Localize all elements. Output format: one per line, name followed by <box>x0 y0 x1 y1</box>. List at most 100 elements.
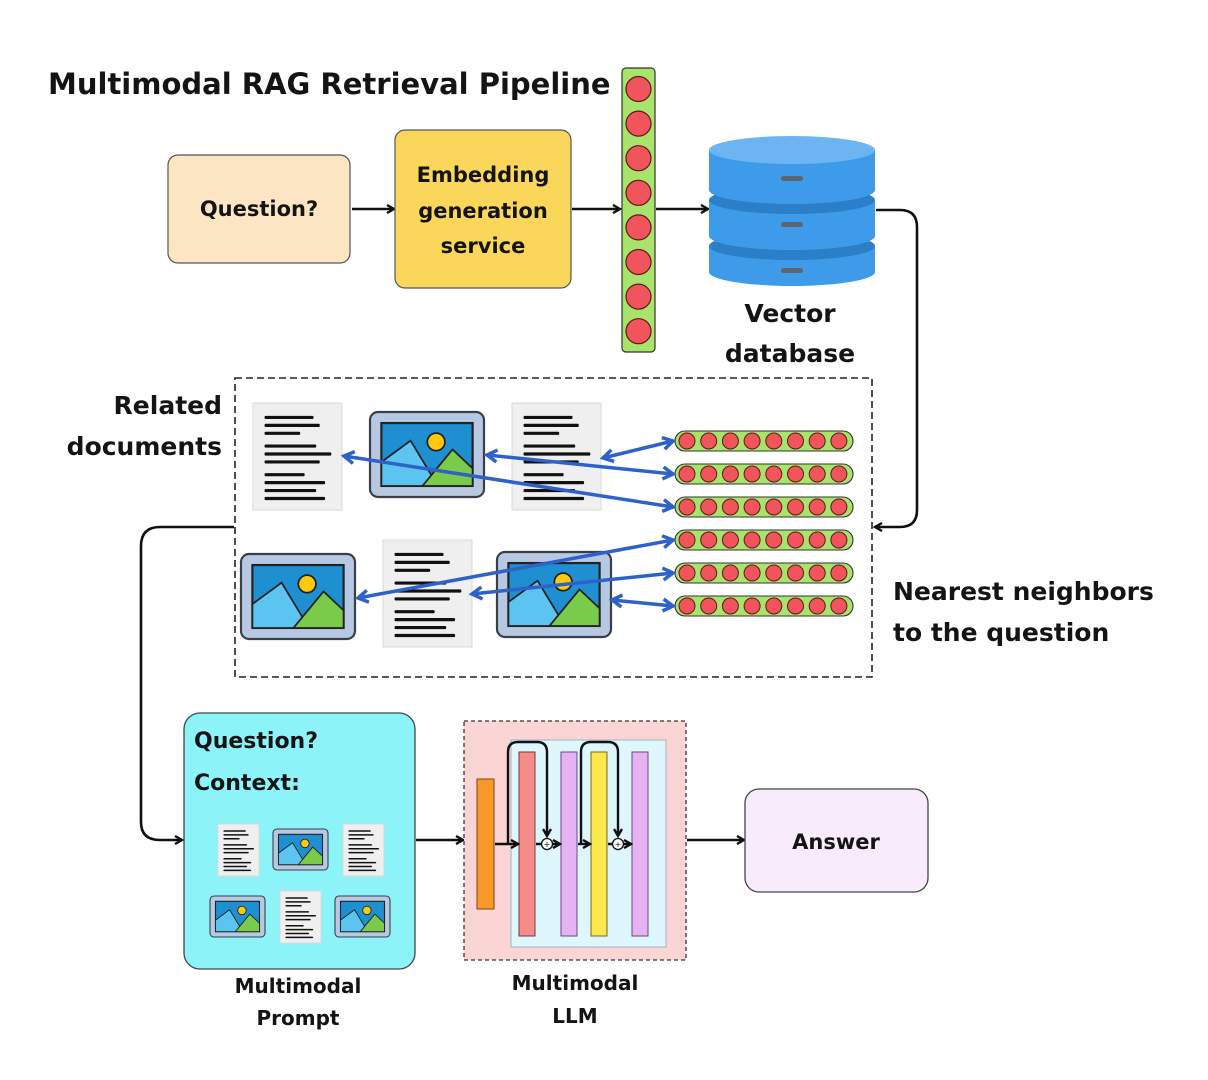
arrow-database-to-neighbors <box>875 208 919 527</box>
llm-caption-line-2: LLM <box>552 1004 597 1028</box>
embedding-vector <box>621 67 656 353</box>
vector-element <box>625 110 652 137</box>
vector-element <box>808 597 826 615</box>
image-document-icon <box>209 895 266 938</box>
residual-connection-2 <box>579 740 618 844</box>
vector-element <box>625 214 652 241</box>
nearest-neighbors-label-line-1: Nearest neighbors <box>893 577 1154 606</box>
vector-element <box>787 564 804 582</box>
llm-layer-ffn-1 <box>560 751 578 937</box>
vector-element <box>808 465 826 483</box>
vector-element <box>830 498 848 516</box>
image-document-icon <box>239 552 357 641</box>
image-document-icon <box>272 828 329 871</box>
vector-element <box>765 432 783 450</box>
vector-element <box>830 531 848 549</box>
vector-element <box>743 432 761 450</box>
vector-element <box>743 564 761 582</box>
prompt-context-documents <box>209 823 391 944</box>
similarity-link-arrow <box>468 566 677 601</box>
prompt-caption-line-1: Multimodal <box>235 974 362 998</box>
vector-element <box>678 432 696 450</box>
llm-layer-attention-1 <box>518 751 536 937</box>
prompt-caption-line-2: Prompt <box>257 1006 340 1030</box>
vector-element <box>830 465 848 483</box>
neighbor-vector <box>674 562 854 584</box>
vector-element <box>700 531 718 549</box>
vector-element <box>743 597 761 615</box>
vector-element <box>787 432 804 450</box>
neighbor-vector <box>674 463 854 485</box>
vector-element <box>625 318 652 345</box>
vector-element <box>765 564 783 582</box>
vector-element <box>721 465 739 483</box>
neighbor-vector <box>674 529 854 551</box>
arrow-documents-to-prompt <box>139 525 234 840</box>
vector-element <box>787 531 804 549</box>
prompt-context-label: Context: <box>194 771 300 796</box>
llm-caption-line-1: Multimodal <box>512 971 639 995</box>
image-document-icon <box>495 550 613 639</box>
vector-element <box>721 432 739 450</box>
retrieved-documents <box>239 402 613 648</box>
residual-connection-1 <box>506 740 547 844</box>
vector-element <box>808 531 826 549</box>
llm-layer-ffn-2 <box>631 751 649 937</box>
text-document-icon <box>342 823 385 877</box>
vector-element <box>700 465 718 483</box>
similarity-link-arrow <box>340 449 677 514</box>
vector-element <box>743 498 761 516</box>
llm-layer-attention-2 <box>590 751 608 937</box>
vector-element <box>765 531 783 549</box>
related-documents-region <box>234 377 873 678</box>
similarity-link-arrow <box>608 593 677 613</box>
vector-element <box>625 75 652 103</box>
vector-element <box>625 248 652 276</box>
text-document-icon <box>279 890 322 944</box>
vector-database-label-line-1: Vector <box>744 299 836 328</box>
llm-layer-input <box>476 778 495 910</box>
vector-element <box>700 432 718 450</box>
text-document-icon <box>382 539 473 648</box>
vector-element <box>721 531 739 549</box>
vector-element <box>678 498 696 516</box>
add-icon <box>540 837 554 851</box>
vector-element <box>743 531 761 549</box>
similarity-links <box>340 435 677 613</box>
text-document-icon <box>252 402 343 511</box>
vector-element <box>765 498 783 516</box>
related-documents-label-line-1: Related <box>114 391 222 420</box>
vector-element <box>721 597 739 615</box>
vector-database-label-line-2: database <box>725 339 855 368</box>
vector-element <box>787 465 804 483</box>
vector-element <box>830 432 848 450</box>
image-document-icon <box>334 895 391 938</box>
vector-element <box>625 145 652 172</box>
nearest-neighbors-label-line-2: to the question <box>893 618 1109 647</box>
prompt-question-label: Question? <box>194 729 318 754</box>
answer-node: Answer <box>744 788 929 893</box>
diagram-title: Multimodal RAG Retrieval Pipeline <box>48 67 611 101</box>
svg-text:+: + <box>544 840 551 849</box>
vector-element <box>678 465 696 483</box>
vector-element <box>808 498 826 516</box>
related-documents-label-line-2: documents <box>67 432 222 461</box>
vector-database-icon <box>709 136 875 286</box>
vector-element <box>625 179 652 206</box>
embedding-label-line-3: service <box>441 234 526 258</box>
vector-element <box>721 564 739 582</box>
text-document-icon <box>217 823 260 877</box>
embedding-label-line-2: generation <box>418 199 548 223</box>
vector-element <box>700 564 718 582</box>
vector-element <box>765 597 783 615</box>
vector-element <box>808 432 826 450</box>
vector-element <box>721 498 739 516</box>
vector-element <box>830 597 848 615</box>
vector-element <box>678 531 696 549</box>
image-document-icon <box>368 410 486 499</box>
neighbor-vector <box>674 595 854 617</box>
vector-element <box>830 564 848 582</box>
svg-text:+: + <box>615 840 622 849</box>
vector-element <box>808 564 826 582</box>
